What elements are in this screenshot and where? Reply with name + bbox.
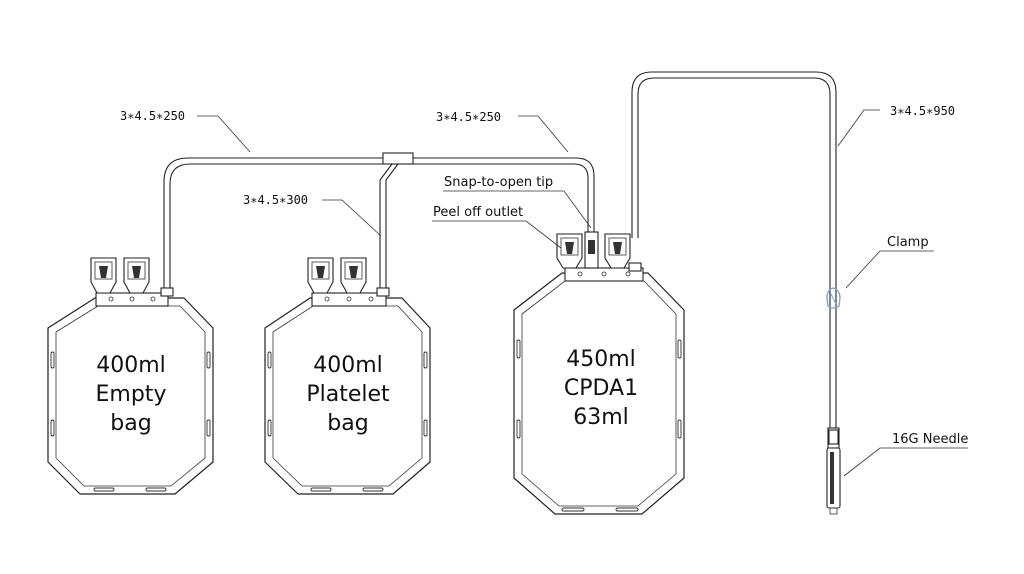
callout-snap-to-open-tip: Snap-to-open tip — [444, 175, 553, 190]
platelet-bag-port-left — [307, 257, 334, 294]
dim-label-donor-tube: 3∗4.5∗950 — [890, 104, 955, 118]
empty-bag-port-right — [123, 257, 150, 294]
needle — [826, 427, 841, 515]
tube-donor-line — [631, 71, 837, 430]
callout-peel-off-outlet: Peel off outlet — [433, 205, 523, 220]
main-bag-label-line1: 450ml — [566, 347, 636, 372]
dim-label-empty-tube: 3∗4.5∗250 — [120, 109, 185, 123]
main-bag-snap-to-open-tip — [584, 231, 599, 269]
platelet-bag-port-right — [340, 257, 367, 294]
y-connector — [382, 152, 414, 165]
platelet-bag-label-line3: bag — [327, 411, 368, 436]
tubing — [163, 71, 837, 430]
main-bag-peel-off-outlet — [556, 233, 583, 269]
callout-clamp: Clamp — [887, 235, 929, 250]
empty-bag-label-line1: 400ml — [96, 353, 166, 378]
clamp — [826, 287, 841, 309]
tube-empty-to-main — [163, 157, 595, 292]
platelet-bag: 400ml Platelet bag — [264, 257, 431, 495]
dim-label-platelet-tube: 3∗4.5∗300 — [243, 193, 308, 207]
dim-label-main-tube: 3∗4.5∗250 — [436, 110, 501, 124]
callout-leaders — [432, 190, 968, 477]
empty-bag-label-line2: Empty — [96, 382, 167, 407]
empty-bag-port-left — [90, 257, 117, 294]
main-bag-label-line3: 63ml — [573, 405, 629, 430]
dimension-leaders — [197, 109, 880, 237]
main-bag-port-right — [604, 233, 631, 269]
callout-needle: 16G Needle — [892, 432, 968, 447]
tube-to-platelet-bag — [379, 163, 393, 292]
main-bag: 450ml CPDA1 63ml — [513, 231, 685, 515]
platelet-bag-label-line2: Platelet — [306, 382, 390, 407]
main-bag-label-line2: CPDA1 — [564, 376, 638, 401]
platelet-bag-label-line1: 400ml — [313, 353, 383, 378]
empty-bag: 400ml Empty bag — [47, 257, 214, 495]
empty-bag-label-line3: bag — [110, 411, 151, 436]
